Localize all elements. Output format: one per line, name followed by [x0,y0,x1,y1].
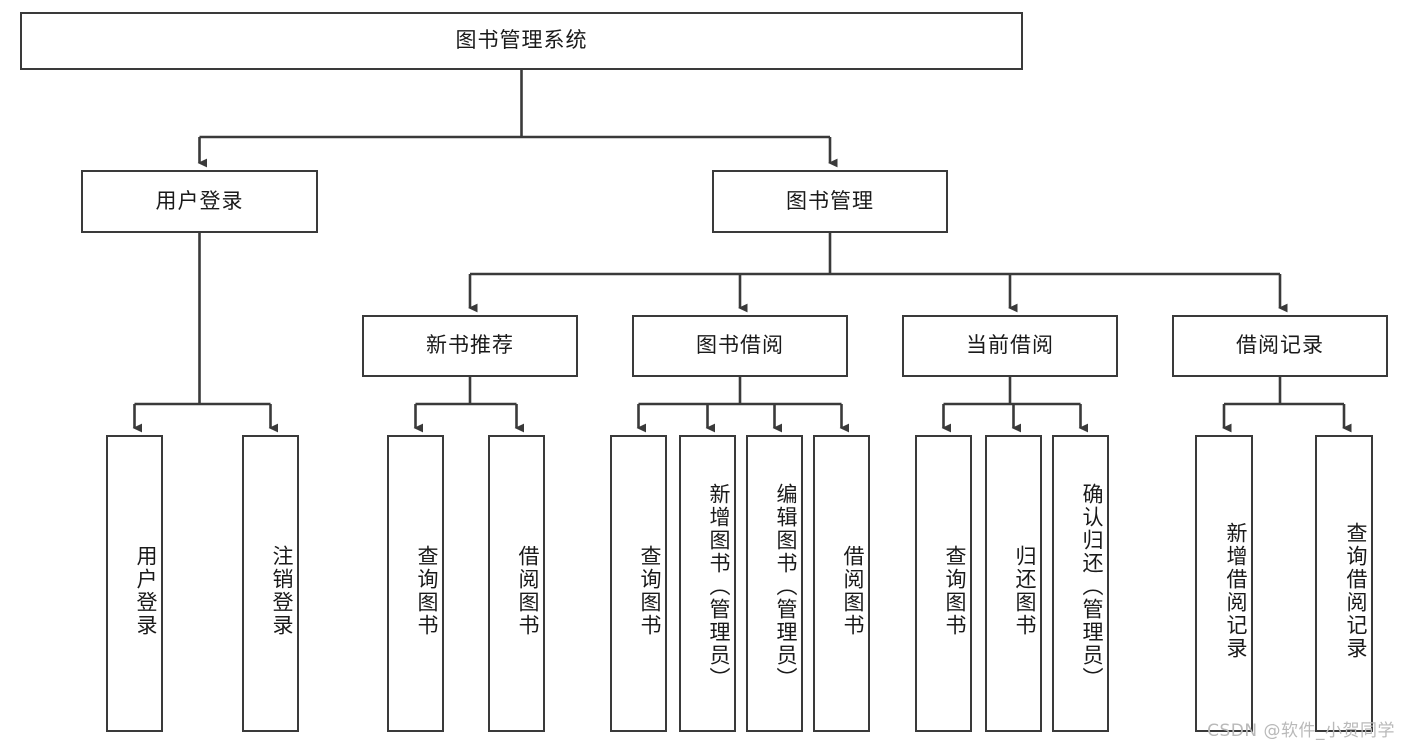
node-leaf-borrow-book-recommend-label: 借阅图书 [516,544,540,637]
node-leaf-borrow-book[interactable]: 借阅图书 [813,435,870,732]
node-book-management-label: 图书管理 [786,188,874,213]
node-leaf-return-book-label: 归还图书 [1013,544,1037,637]
edge-group-book-management [468,233,1288,313]
node-leaf-add-borrow-record[interactable]: 新增借阅记录 [1195,435,1253,732]
node-leaf-query-book-current[interactable]: 查询图书 [915,435,972,732]
node-leaf-query-borrow-record[interactable]: 查询借阅记录 [1315,435,1373,732]
node-leaf-query-book-borrow[interactable]: 查询图书 [610,435,667,732]
node-book-management[interactable]: 图书管理 [712,170,948,233]
node-new-book-recommend[interactable]: 新书推荐 [362,315,578,377]
node-user-login[interactable]: 用户登录 [81,170,318,233]
node-leaf-query-book-borrow-label: 查询图书 [638,544,662,637]
node-borrow-record-label: 借阅记录 [1236,333,1324,358]
node-leaf-edit-book-label: 编辑图书（管理员） [774,483,798,690]
edge-group-current-borrow [941,377,1089,433]
node-leaf-logout-label: 注销登录 [270,544,294,637]
node-leaf-borrow-book-label: 借阅图书 [841,544,865,637]
edge-group-book-borrow [636,377,850,433]
node-leaf-borrow-book-recommend[interactable]: 借阅图书 [488,435,545,732]
node-leaf-query-book-recommend[interactable]: 查询图书 [387,435,444,732]
node-book-borrow-label: 图书借阅 [696,333,784,358]
node-new-book-recommend-label: 新书推荐 [426,333,514,358]
node-leaf-edit-book[interactable]: 编辑图书（管理员） [746,435,803,732]
node-leaf-confirm-return[interactable]: 确认归还（管理员） [1052,435,1109,732]
edge-group-borrow-record [1222,377,1352,433]
node-leaf-return-book[interactable]: 归还图书 [985,435,1042,732]
node-root[interactable]: 图书管理系统 [20,12,1023,70]
node-leaf-add-book[interactable]: 新增图书（管理员） [679,435,736,732]
node-leaf-logout[interactable]: 注销登录 [242,435,299,732]
watermark-text: CSDN @软件_小贺同学 [1207,721,1395,741]
edge-group-new-book-recommend [413,377,525,433]
node-leaf-user-login[interactable]: 用户登录 [106,435,163,732]
node-leaf-confirm-return-label: 确认归还（管理员） [1080,483,1104,690]
node-leaf-query-book-current-label: 查询图书 [943,544,967,637]
node-current-borrow[interactable]: 当前借阅 [902,315,1118,377]
node-leaf-query-book-recommend-label: 查询图书 [415,544,439,637]
edge-group-root [197,70,838,168]
node-current-borrow-label: 当前借阅 [966,333,1054,358]
edge-group-user-login [132,233,279,433]
node-leaf-add-borrow-record-label: 新增借阅记录 [1224,521,1248,660]
node-leaf-add-book-label: 新增图书（管理员） [707,483,731,690]
node-book-borrow[interactable]: 图书借阅 [632,315,848,377]
node-leaf-user-login-label: 用户登录 [134,544,158,637]
node-root-label: 图书管理系统 [455,28,588,53]
node-leaf-query-borrow-record-label: 查询借阅记录 [1344,521,1368,660]
node-borrow-record[interactable]: 借阅记录 [1172,315,1388,377]
node-user-login-label: 用户登录 [155,188,244,213]
